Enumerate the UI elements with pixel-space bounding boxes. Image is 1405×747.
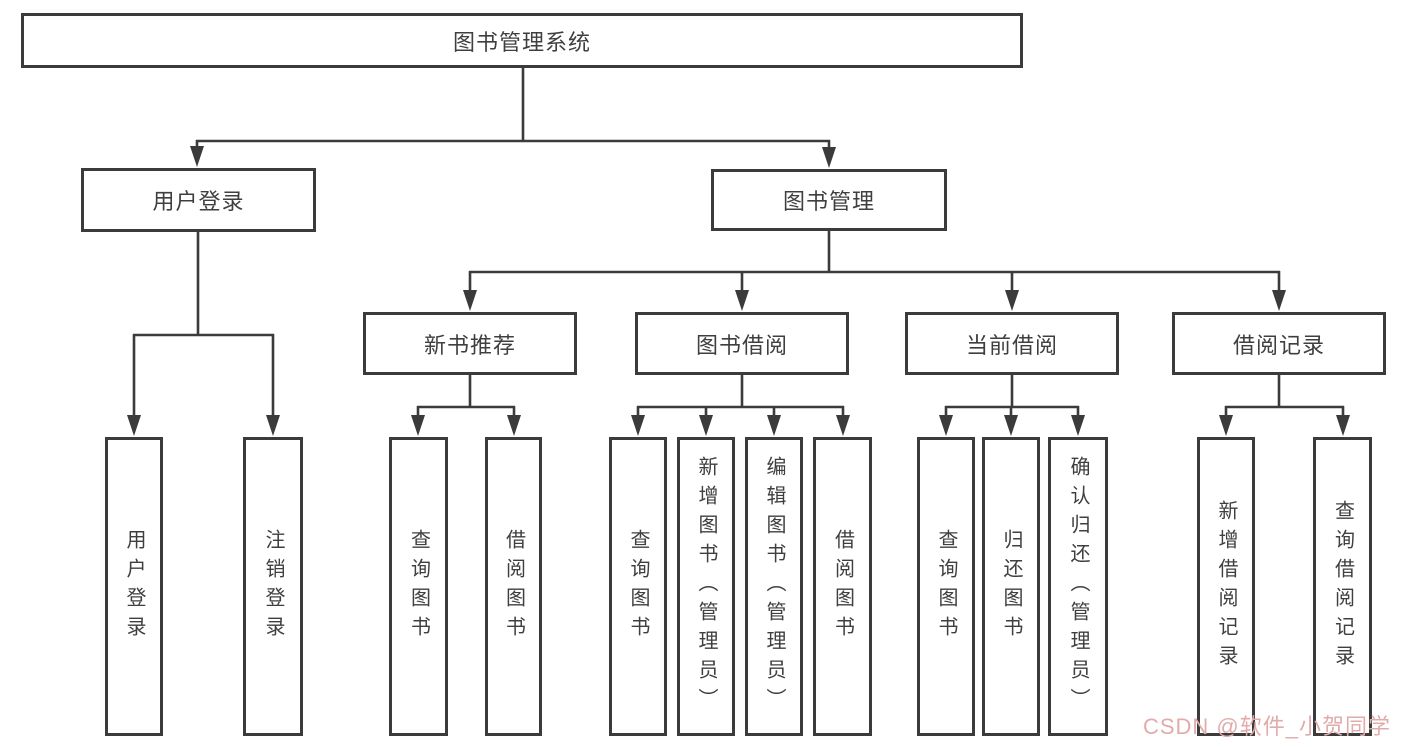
node-book-borrowing: 图书借阅 — [635, 312, 849, 375]
node-user-login-label: 用户登录 — [152, 189, 245, 214]
leaf-confirm-return-admin-label: 确认归还（管理员） — [1067, 456, 1089, 717]
leaf-borrow-books: 借阅图书 — [813, 437, 872, 736]
root-node: 图书管理系统 — [21, 13, 1023, 68]
leaf-query-borrow-record-label: 查询借阅记录 — [1331, 499, 1354, 674]
node-borrowing-records: 借阅记录 — [1172, 312, 1386, 375]
root-node-label: 图书管理系统 — [452, 29, 591, 55]
leaf-confirm-return-admin: 确认归还（管理员） — [1048, 437, 1108, 736]
leaf-query-books-recommend-label: 查询图书 — [407, 528, 430, 645]
leaf-user-login: 用户登录 — [105, 437, 163, 736]
node-book-management: 图书管理 — [711, 169, 947, 231]
node-new-book-recommendation: 新书推荐 — [363, 312, 577, 375]
leaf-return-books: 归还图书 — [982, 437, 1040, 736]
node-user-login: 用户登录 — [81, 168, 316, 232]
leaf-borrow-books-recommend: 借阅图书 — [485, 437, 542, 736]
leaf-query-books-current-label: 查询图书 — [935, 528, 957, 645]
leaf-query-books-current: 查询图书 — [917, 437, 975, 736]
node-borrowing-records-label: 借阅记录 — [1232, 332, 1325, 358]
leaf-query-books-recommend: 查询图书 — [389, 437, 448, 736]
leaf-logout: 注销登录 — [243, 437, 303, 736]
node-book-management-label: 图书管理 — [782, 189, 875, 214]
node-current-borrowing-label: 当前借阅 — [965, 332, 1058, 358]
leaf-query-books-borrow-label: 查询图书 — [627, 528, 649, 645]
leaf-edit-books-admin-label: 编辑图书（管理员） — [763, 456, 785, 717]
leaf-logout-label: 注销登录 — [262, 528, 284, 645]
leaf-borrow-books-label: 借阅图书 — [831, 528, 854, 645]
leaf-query-books-borrow: 查询图书 — [609, 437, 667, 736]
leaf-borrow-books-recommend-label: 借阅图书 — [502, 528, 525, 645]
leaf-query-borrow-record: 查询借阅记录 — [1313, 437, 1372, 736]
node-new-book-recommendation-label: 新书推荐 — [423, 332, 516, 358]
node-book-borrowing-label: 图书借阅 — [695, 332, 788, 358]
leaf-add-books-admin-label: 新增图书（管理员） — [695, 456, 717, 717]
leaf-add-books-admin: 新增图书（管理员） — [677, 437, 735, 736]
watermark: CSDN @软件_小贺同学 — [1142, 714, 1391, 739]
leaf-add-borrow-record: 新增借阅记录 — [1197, 437, 1255, 736]
leaf-edit-books-admin: 编辑图书（管理员） — [745, 437, 803, 736]
leaf-add-borrow-record-label: 新增借阅记录 — [1215, 499, 1237, 674]
leaf-return-books-label: 归还图书 — [1000, 528, 1022, 645]
node-current-borrowing: 当前借阅 — [905, 312, 1119, 375]
leaf-user-login-label: 用户登录 — [123, 528, 145, 645]
